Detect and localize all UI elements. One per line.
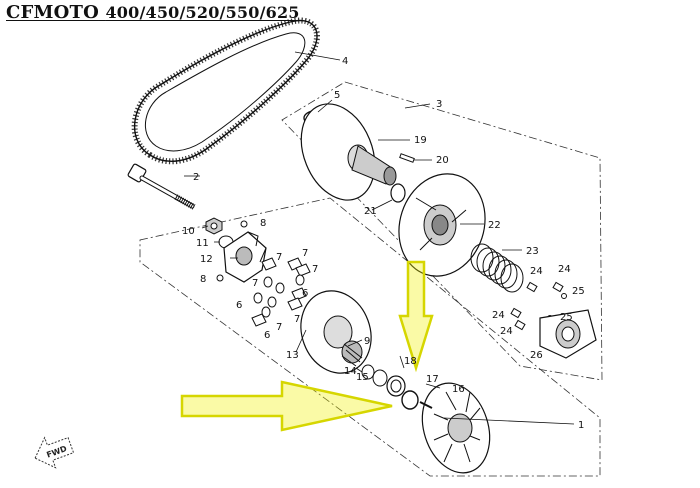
shaft-key: [399, 153, 415, 163]
callout-7e: 7: [276, 322, 282, 333]
callout-8a: 8: [260, 218, 266, 229]
highlight-arrows: [180, 260, 434, 432]
drive-belt: [131, 17, 320, 165]
sliders-and-rollers: [251, 257, 311, 327]
callout-8b: 8: [200, 274, 206, 285]
callout-4: 4: [342, 56, 348, 67]
center-bolt: [127, 163, 196, 210]
forward-direction-arrow: FWD: [34, 436, 75, 469]
highlight-arrow-down: [398, 260, 434, 373]
callout-11: 11: [196, 238, 209, 249]
screw-8b: [216, 274, 224, 282]
callout-10: 10: [182, 226, 195, 237]
callout-7f: 7: [294, 314, 300, 325]
brand-name: CFMOTO: [6, 2, 99, 23]
callout-3: 3: [436, 99, 442, 110]
callout-5: 5: [334, 90, 340, 101]
callout-24b: 24: [558, 264, 571, 275]
callout-26: 26: [530, 350, 543, 361]
screw-8a: [240, 220, 248, 228]
leader-lines: [184, 51, 575, 425]
torque-cam: [539, 309, 597, 359]
driven-assembly-outline: [281, 81, 603, 381]
diagram-title: CFMOTO 400/450/520/550/625: [6, 2, 300, 23]
callout-12: 12: [200, 254, 213, 265]
callout-19: 19: [414, 135, 427, 146]
callout-15: 15: [356, 372, 369, 383]
callout-18: 18: [404, 356, 417, 367]
callout-6b: 6: [264, 330, 270, 341]
callout-7a: 7: [276, 252, 282, 263]
washer-15: [372, 369, 388, 387]
callout-2: 2: [193, 172, 199, 183]
callout-7c: 7: [312, 264, 318, 275]
model-list: 400/450/520/550/625: [105, 3, 300, 22]
ramp-plate: [223, 231, 267, 283]
callout-14: 14: [344, 366, 357, 377]
callout-21: 21: [364, 206, 377, 217]
driven-movable-sheave: [398, 173, 486, 277]
driven-fixed-sheave: [300, 103, 397, 201]
callout-24c: 24: [492, 310, 505, 321]
callout-17: 17: [426, 374, 439, 385]
assembly-outlines: [139, 81, 603, 477]
sleeve-18: [386, 375, 406, 397]
callout-7d: 7: [252, 278, 258, 289]
drive-assembly-outline: [139, 197, 601, 477]
highlight-arrow-right: [180, 380, 393, 432]
callout-22: 22: [488, 220, 501, 231]
callout-1: 1: [578, 420, 584, 431]
spline-bushing: [341, 340, 363, 367]
washer-17: [401, 390, 419, 410]
callout-6a: 6: [236, 300, 242, 311]
callout-13: 13: [286, 350, 299, 361]
callout-25a: 25: [572, 286, 585, 297]
callout-6c: 6: [302, 288, 308, 299]
callout-24a: 24: [530, 266, 543, 277]
callout-labels: 1 2 3 4 5 6 6 6 7 7 7 7 7 7 8 8 9 10 11 …: [182, 56, 585, 431]
callout-20: 20: [436, 155, 449, 166]
drive-nut-washer: [205, 217, 234, 249]
callout-23: 23: [526, 246, 539, 257]
drive-fixed-sheave: [419, 382, 491, 474]
callout-9: 9: [364, 336, 370, 347]
driven-washer: [390, 183, 406, 203]
torque-spring: [470, 243, 524, 293]
callout-7b: 7: [302, 248, 308, 259]
callout-16: 16: [452, 384, 465, 395]
callout-24d: 24: [500, 326, 513, 337]
callout-25b: 25: [560, 312, 573, 323]
